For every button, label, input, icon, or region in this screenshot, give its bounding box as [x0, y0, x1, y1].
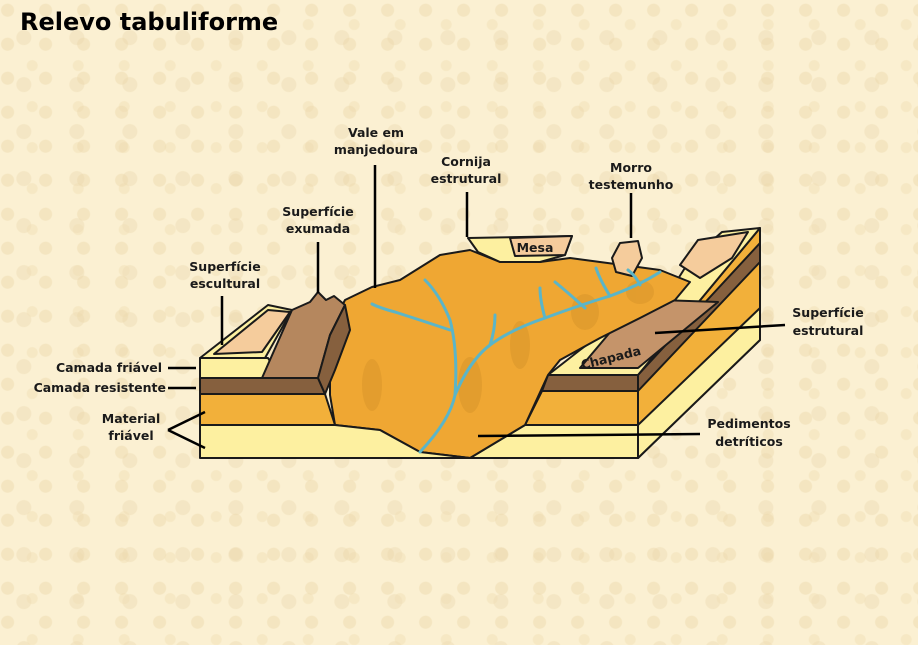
label-morro-line1: Morro	[610, 160, 652, 175]
mesa-label-area	[509, 235, 573, 257]
label-material-line1: Material	[102, 411, 161, 426]
label-exumada-line2: exumada	[286, 221, 350, 236]
label-escultural-line1: Superfície	[189, 259, 260, 274]
block-diagram	[199, 227, 761, 459]
label-pedimentos-line2: detríticos	[715, 434, 783, 449]
label-camada-friavel: Camada friável	[56, 360, 162, 375]
chapada-surface	[579, 299, 719, 369]
front-right-orange	[524, 390, 639, 426]
label-pedimentos-line1: Pedimentos	[707, 416, 790, 431]
label-vale-line1: Vale em	[348, 125, 404, 140]
label-mesa: Mesa	[517, 240, 554, 255]
label-material-line2: friável	[108, 428, 153, 443]
label-estrutural-line1: Superfície	[792, 305, 863, 320]
label-morro-line2: testemunho	[589, 177, 674, 192]
page-title: Relevo tabuliforme	[20, 8, 279, 36]
label-cornija-line2: estrutural	[431, 171, 502, 186]
front-left-brown	[199, 377, 326, 395]
peach-block-right	[679, 231, 749, 279]
label-vale-line2: manjedoura	[334, 142, 418, 157]
label-escultural-line2: escultural	[190, 276, 260, 291]
peach-block-left	[213, 309, 291, 355]
morro-testemunho	[611, 240, 643, 277]
label-camada-resistente: Camada resistente	[34, 380, 166, 395]
exumada-shadow	[317, 304, 351, 395]
river-network	[370, 266, 662, 454]
label-exumada-line1: Superfície	[282, 204, 353, 219]
label-estrutural-line2: estrutural	[793, 323, 864, 338]
front-left-orange	[199, 393, 336, 426]
pointer-lines	[167, 165, 786, 450]
label-cornija-line1: Cornija	[441, 154, 491, 169]
front-right-brown	[541, 374, 639, 392]
